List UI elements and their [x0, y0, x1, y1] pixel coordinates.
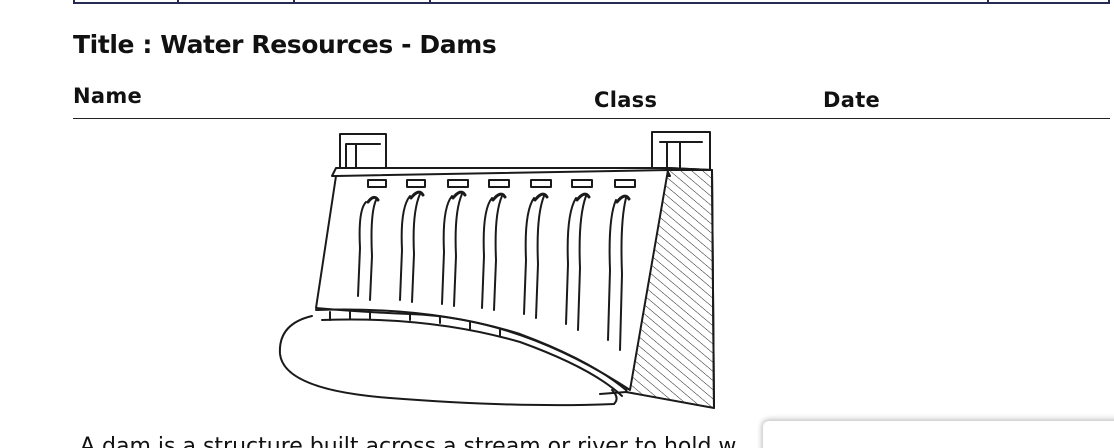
table-cell-divider	[987, 0, 989, 2]
class-label: Class	[594, 88, 658, 112]
dam-illustration-icon	[278, 131, 715, 409]
table-cell-divider	[293, 0, 295, 2]
floating-panel[interactable]	[763, 421, 1114, 448]
table-cell-divider	[429, 0, 431, 2]
worksheet-title: Title : Water Resources - Dams	[73, 30, 497, 59]
header-divider-line	[73, 118, 1110, 119]
name-label: Name	[73, 84, 143, 108]
date-label: Date	[823, 88, 881, 112]
intro-paragraph: A dam is a structure built across a stre…	[80, 434, 737, 448]
table-cell-divider	[177, 0, 179, 2]
header-table-bottom-edge	[73, 0, 1110, 4]
